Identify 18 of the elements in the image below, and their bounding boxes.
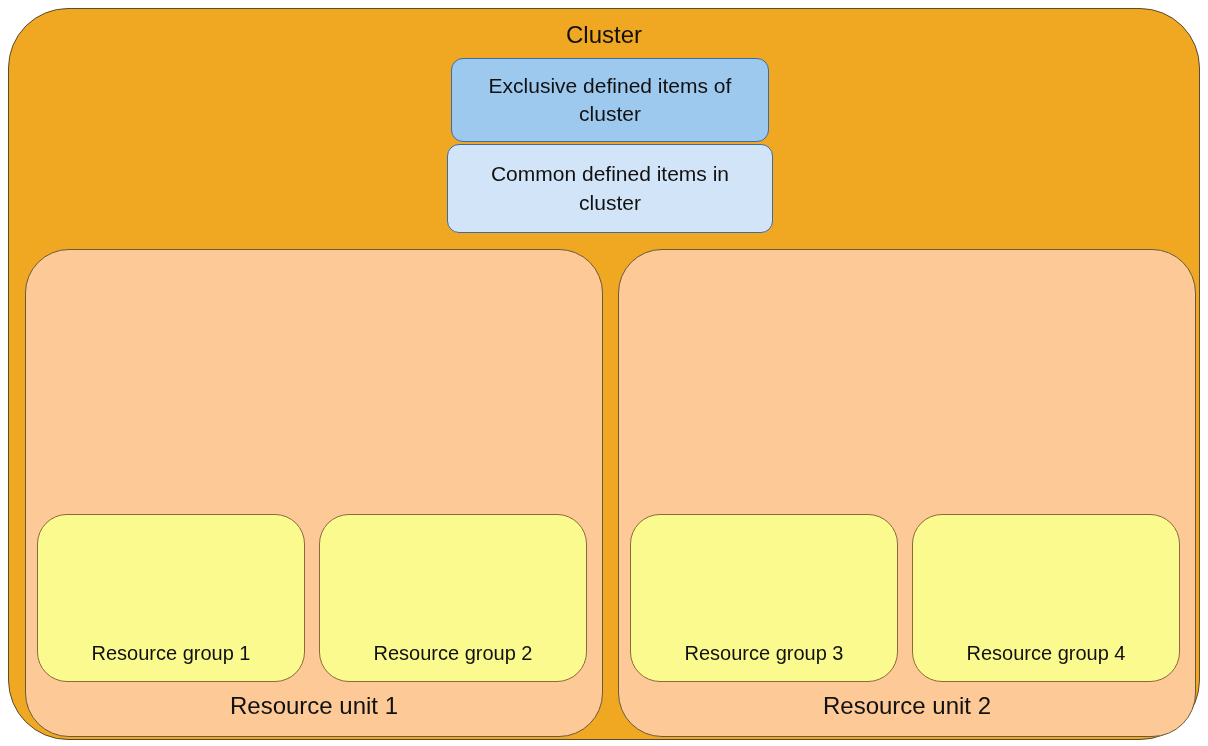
box-title: Resource group 4 xyxy=(966,641,1126,666)
box-title: Resource unit 1 xyxy=(229,690,399,721)
definition-box xyxy=(451,58,769,142)
cluster-title: Cluster xyxy=(566,20,642,50)
resource-unit-container xyxy=(618,249,1196,737)
box-text: Exclusive defined items of cluster xyxy=(487,72,733,127)
definition-box xyxy=(447,144,773,233)
resource-unit-container xyxy=(25,249,603,737)
resource-group-box xyxy=(319,514,587,682)
resource-group-box xyxy=(630,514,898,682)
box-text: Common defined items in cluster xyxy=(489,161,731,216)
box-title: Resource group 1 xyxy=(91,641,251,666)
resource-group-box xyxy=(912,514,1180,682)
box-title: Resource group 3 xyxy=(684,641,844,666)
box-title: Resource unit 2 xyxy=(822,690,992,721)
resource-group-box xyxy=(37,514,305,682)
cluster-container xyxy=(8,8,1200,740)
box-title: Resource group 2 xyxy=(373,641,533,666)
